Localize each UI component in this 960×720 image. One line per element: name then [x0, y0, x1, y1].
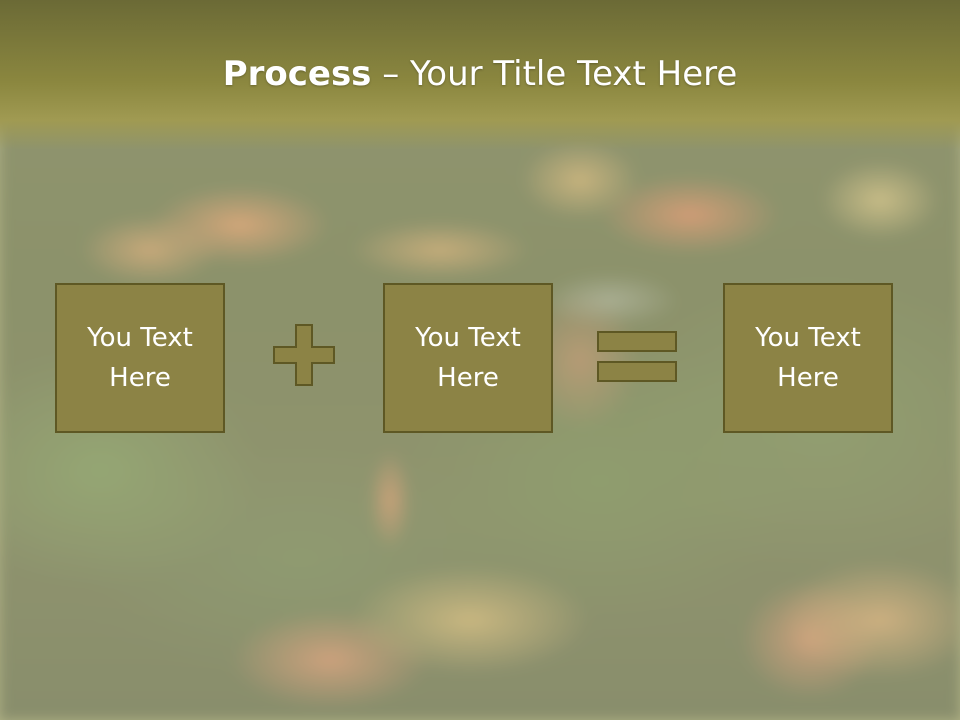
title-band: [0, 0, 960, 150]
text-box-2-label: You Text Here: [415, 323, 521, 393]
text-box-2[interactable]: You Text Here: [383, 283, 553, 433]
title-rest-text: – Your Title Text Here: [371, 54, 738, 94]
slide-title[interactable]: Process – Your Title Text Here: [0, 52, 960, 96]
equals-icon: [597, 331, 677, 382]
plus-icon: [273, 324, 335, 386]
text-box-1[interactable]: You Text Here: [55, 283, 225, 433]
text-box-1-label: You Text Here: [87, 323, 193, 393]
text-box-3[interactable]: You Text Here: [723, 283, 893, 433]
title-bold-text: Process: [222, 54, 372, 94]
text-box-3-label: You Text Here: [755, 323, 861, 393]
